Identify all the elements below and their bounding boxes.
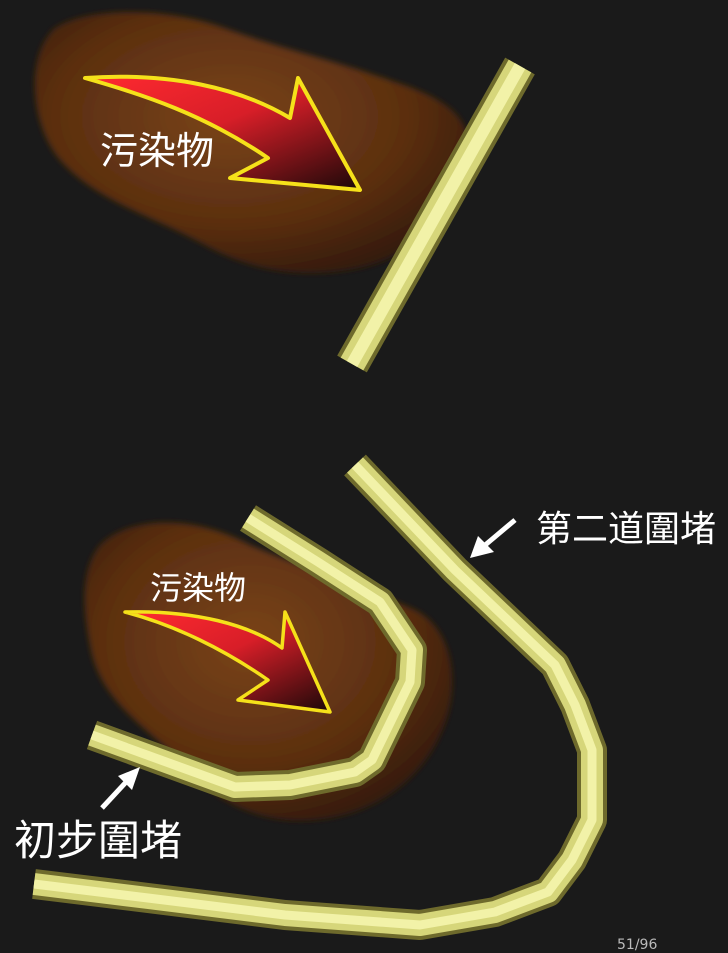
- boom-top: [337, 57, 535, 373]
- second-containment-boom: [32, 454, 607, 940]
- pointer-arrow-first: [100, 767, 140, 810]
- second-containment-label: 第二道圍堵: [536, 509, 717, 550]
- pollutant-arrow-bottom: [123, 610, 332, 714]
- page-number: 51/96: [617, 937, 658, 953]
- initial-containment-label: 初步圍堵: [14, 816, 183, 865]
- pointer-arrow-second: [470, 518, 517, 558]
- pollutant-arrow-top: [83, 74, 362, 192]
- pollutant-label-bottom: 污染物: [150, 569, 247, 607]
- pollutant-label-top: 污染物: [100, 129, 215, 173]
- initial-containment-boom: [86, 505, 427, 802]
